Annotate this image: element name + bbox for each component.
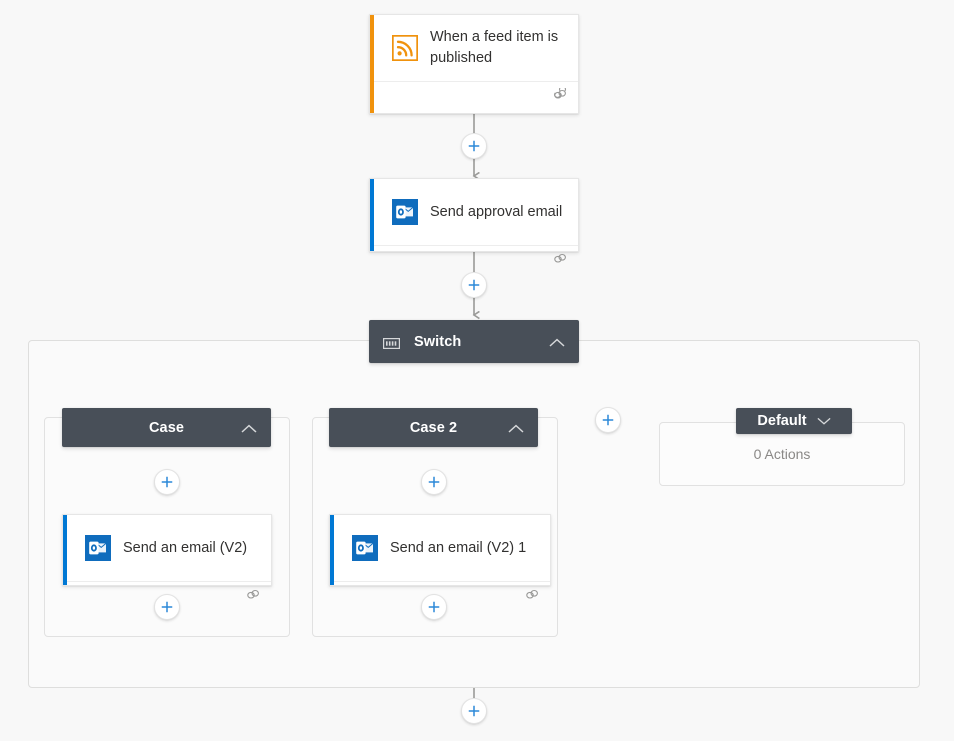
switch-icon: [383, 336, 401, 350]
switch-title: Switch: [414, 333, 462, 350]
case1-action-card-footer: [63, 581, 271, 607]
case2-action-accent-bar: [330, 515, 334, 585]
chain-link-icon[interactable]: [552, 86, 568, 101]
chevron-up-icon[interactable]: [549, 338, 565, 347]
plus-icon: [161, 476, 173, 488]
approval-title: Send approval email: [430, 203, 563, 220]
switch-header[interactable]: Switch: [369, 320, 579, 363]
approval-card-footer: [370, 245, 578, 271]
trigger-card[interactable]: When a feed item is published: [369, 14, 579, 114]
add-step-case2-bottom[interactable]: [421, 594, 447, 620]
default-title: Default: [757, 413, 807, 429]
approval-card[interactable]: Send approval email: [369, 178, 579, 263]
approval-accent-bar: [370, 179, 374, 251]
case1-header[interactable]: Case: [62, 408, 271, 447]
plus-icon: [161, 601, 173, 613]
chevron-up-icon[interactable]: [508, 424, 524, 433]
add-step-case2-top[interactable]: [421, 469, 447, 495]
trigger-title: When a feed item is published: [430, 29, 559, 66]
chevron-up-icon[interactable]: [241, 424, 257, 433]
plus-icon: [468, 705, 480, 717]
case1-action-accent-bar: [63, 515, 67, 585]
outlook-icon: [85, 535, 111, 561]
plus-icon: [428, 601, 440, 613]
case2-action-card[interactable]: Send an email (V2) 1: [329, 514, 551, 599]
outlook-icon: [352, 535, 378, 561]
rss-icon: [391, 34, 419, 62]
trigger-card-footer: [370, 81, 578, 107]
chain-link-icon[interactable]: [245, 588, 261, 601]
add-step-after-trigger[interactable]: [461, 133, 487, 159]
default-actions-label: 0 Actions: [753, 446, 811, 462]
case2-title: Case 2: [409, 419, 458, 436]
plus-icon: [602, 414, 614, 426]
add-step-after-switch[interactable]: [461, 698, 487, 724]
chain-link-icon[interactable]: [524, 588, 540, 601]
case2-action-title: Send an email (V2) 1: [390, 539, 527, 556]
default-header[interactable]: Default: [736, 408, 852, 434]
approval-card-body: Send approval email: [370, 179, 578, 245]
case1-action-card-body: Send an email (V2): [63, 515, 271, 581]
add-case-button[interactable]: [595, 407, 621, 433]
add-step-case1-bottom[interactable]: [154, 594, 180, 620]
chevron-down-icon[interactable]: [817, 417, 831, 425]
case2-header[interactable]: Case 2: [329, 408, 538, 447]
add-step-after-approval[interactable]: [461, 272, 487, 298]
plus-icon: [468, 279, 480, 291]
trigger-card-body: When a feed item is published: [370, 15, 578, 81]
case2-action-card-footer: [330, 581, 550, 607]
outlook-icon: [392, 199, 418, 225]
plus-icon: [468, 140, 480, 152]
trigger-accent-bar: [370, 15, 374, 113]
add-step-case1-top[interactable]: [154, 469, 180, 495]
case1-title: Case: [148, 419, 185, 436]
plus-icon: [428, 476, 440, 488]
chain-link-icon[interactable]: [552, 252, 568, 265]
case2-action-card-body: Send an email (V2) 1: [330, 515, 550, 581]
case1-action-title: Send an email (V2): [123, 539, 248, 556]
case1-action-card[interactable]: Send an email (V2): [62, 514, 272, 599]
